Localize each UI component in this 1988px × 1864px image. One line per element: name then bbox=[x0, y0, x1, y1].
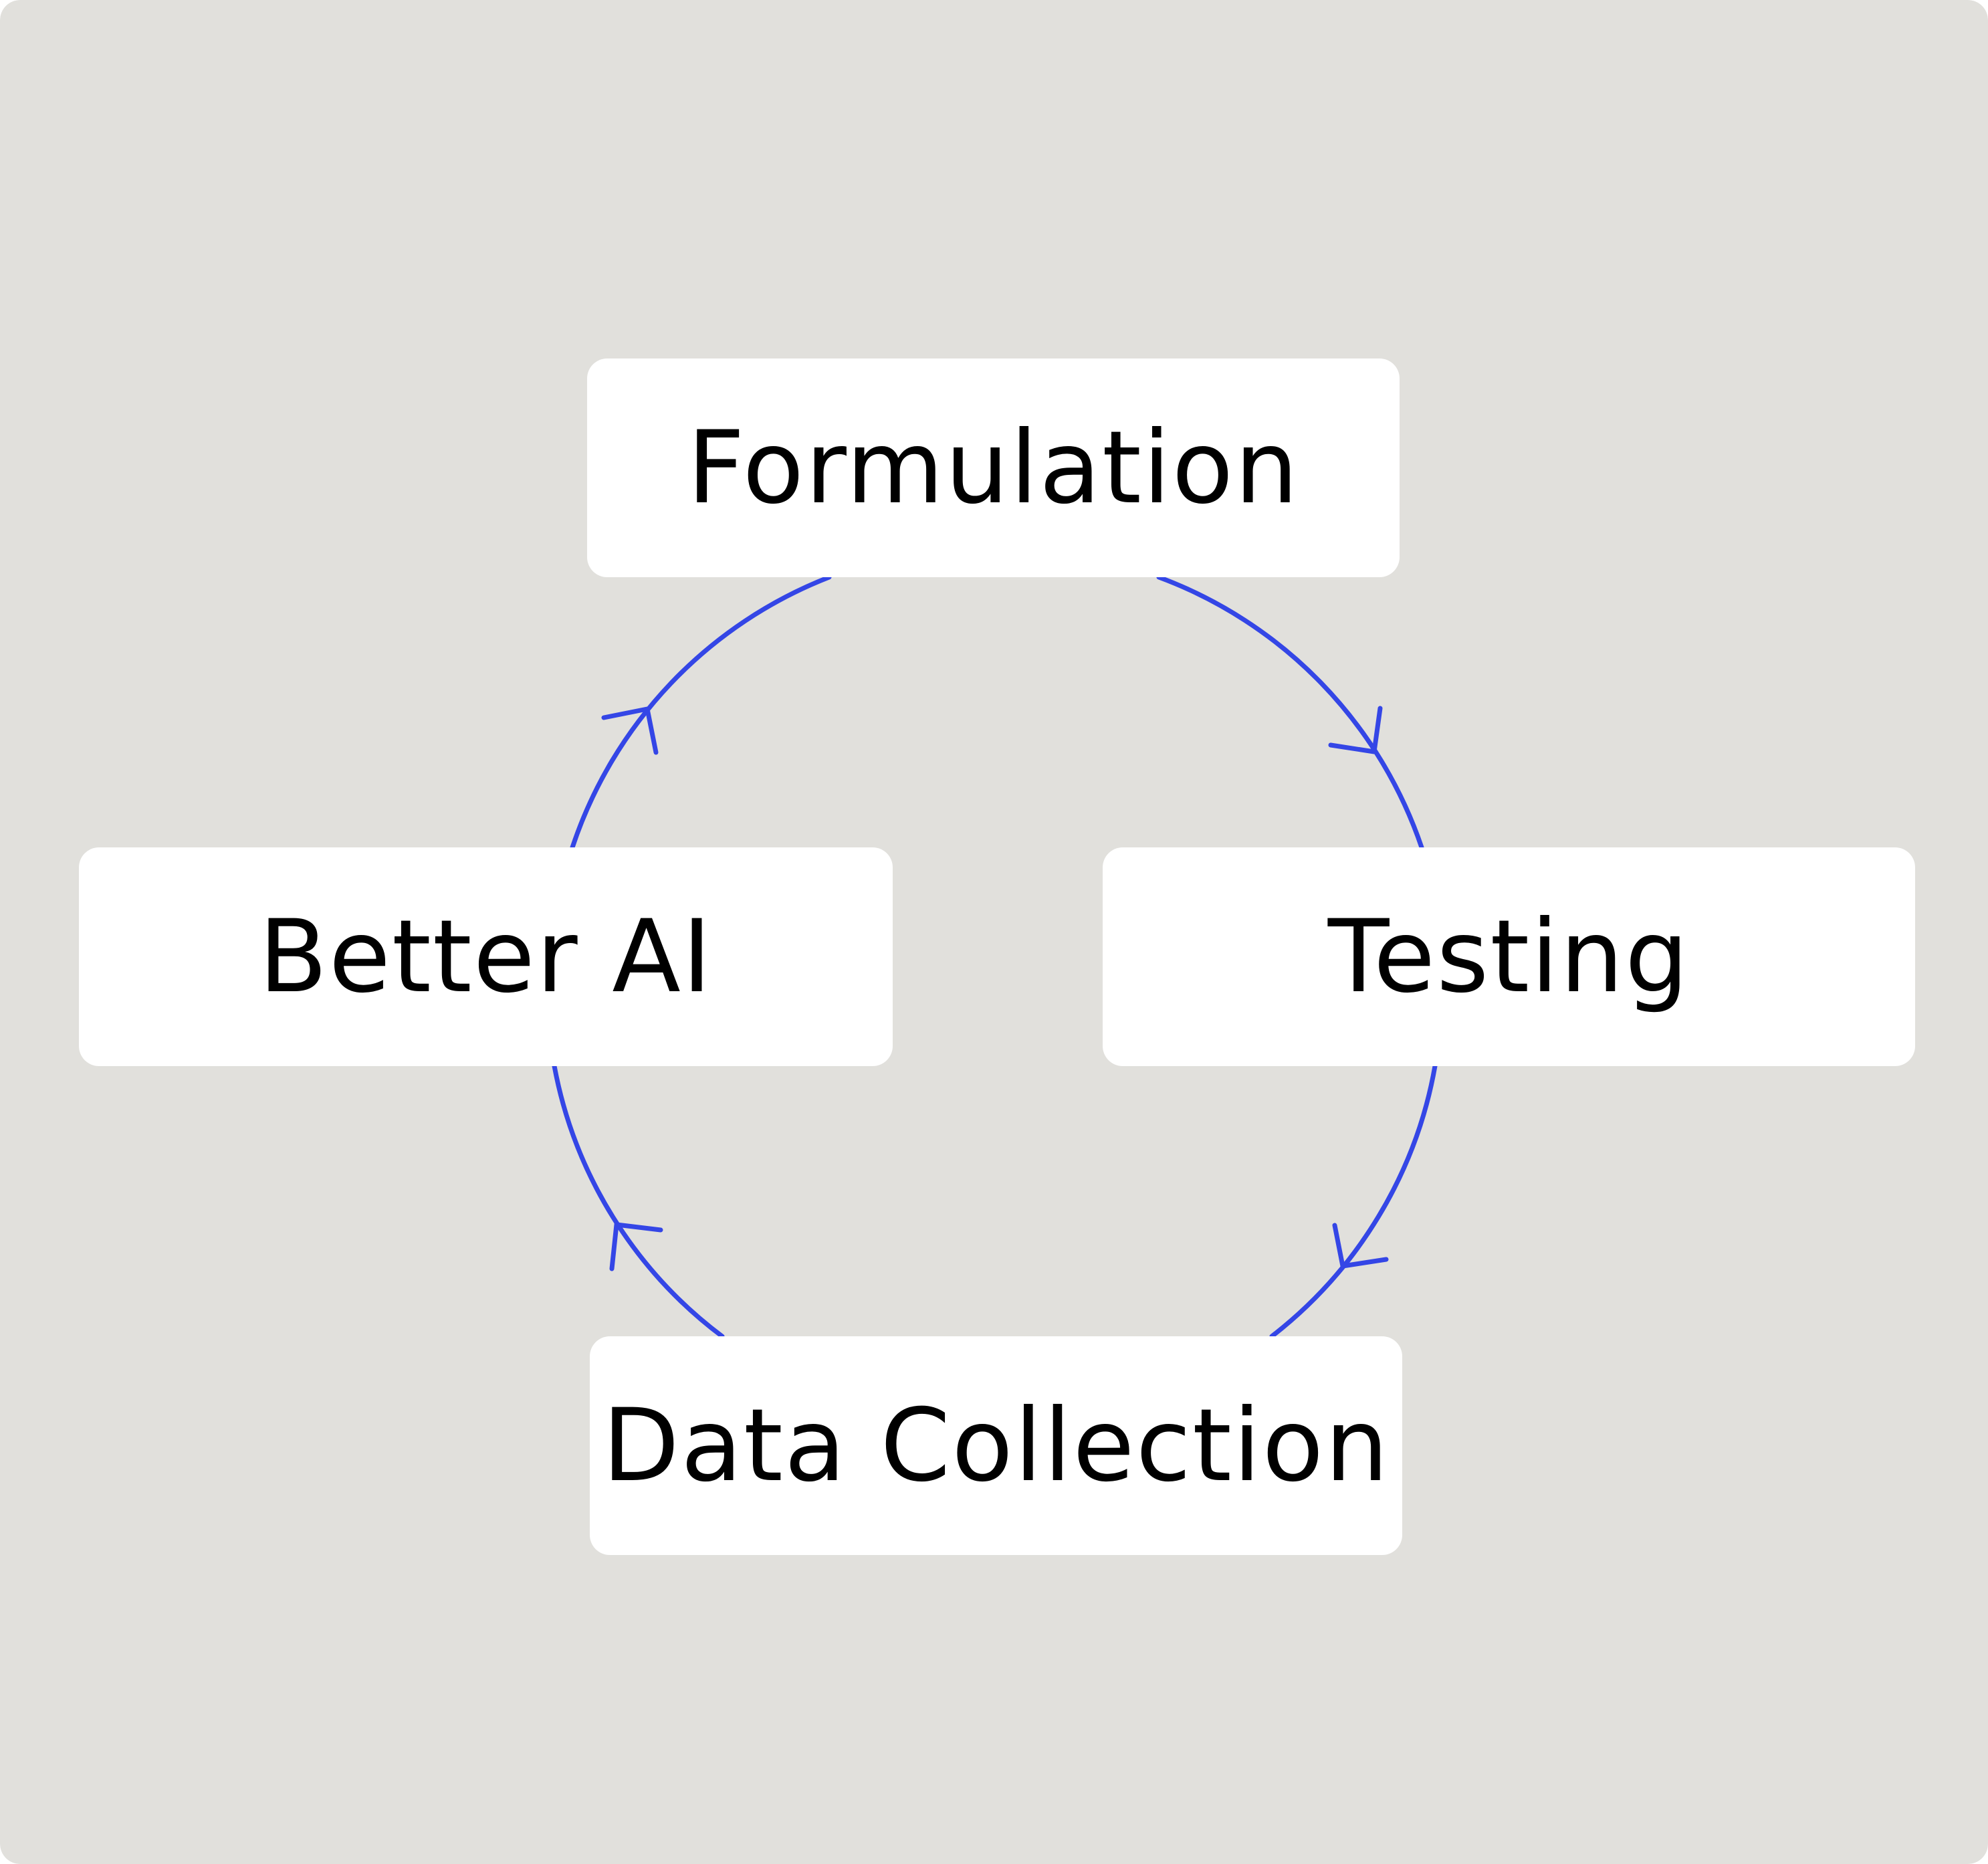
node-data-collection-label: Data Collection bbox=[602, 1387, 1390, 1504]
node-testing-label: Testing bbox=[1327, 898, 1690, 1015]
cycle-arc-testing-to-data-collection bbox=[1269, 1063, 1438, 1339]
arrowhead-to-better-ai bbox=[609, 1222, 663, 1271]
node-formulation: Formulation bbox=[587, 358, 1400, 577]
node-data-collection: Data Collection bbox=[590, 1336, 1402, 1555]
node-better-ai: Better AI bbox=[79, 847, 893, 1066]
arrowhead-to-testing bbox=[1328, 706, 1383, 754]
cycle-arc-data-collection-to-better-ai bbox=[552, 1063, 725, 1339]
cycle-arc-better-ai-to-formulation bbox=[570, 575, 832, 850]
cycle-arc-formulation-to-testing bbox=[1156, 575, 1424, 850]
arrowhead-to-data-collection bbox=[1332, 1223, 1389, 1269]
node-better-ai-label: Better AI bbox=[258, 898, 713, 1015]
arrowhead-to-formulation bbox=[601, 706, 659, 755]
node-formulation-label: Formulation bbox=[687, 409, 1300, 526]
node-testing: Testing bbox=[1103, 847, 1915, 1066]
